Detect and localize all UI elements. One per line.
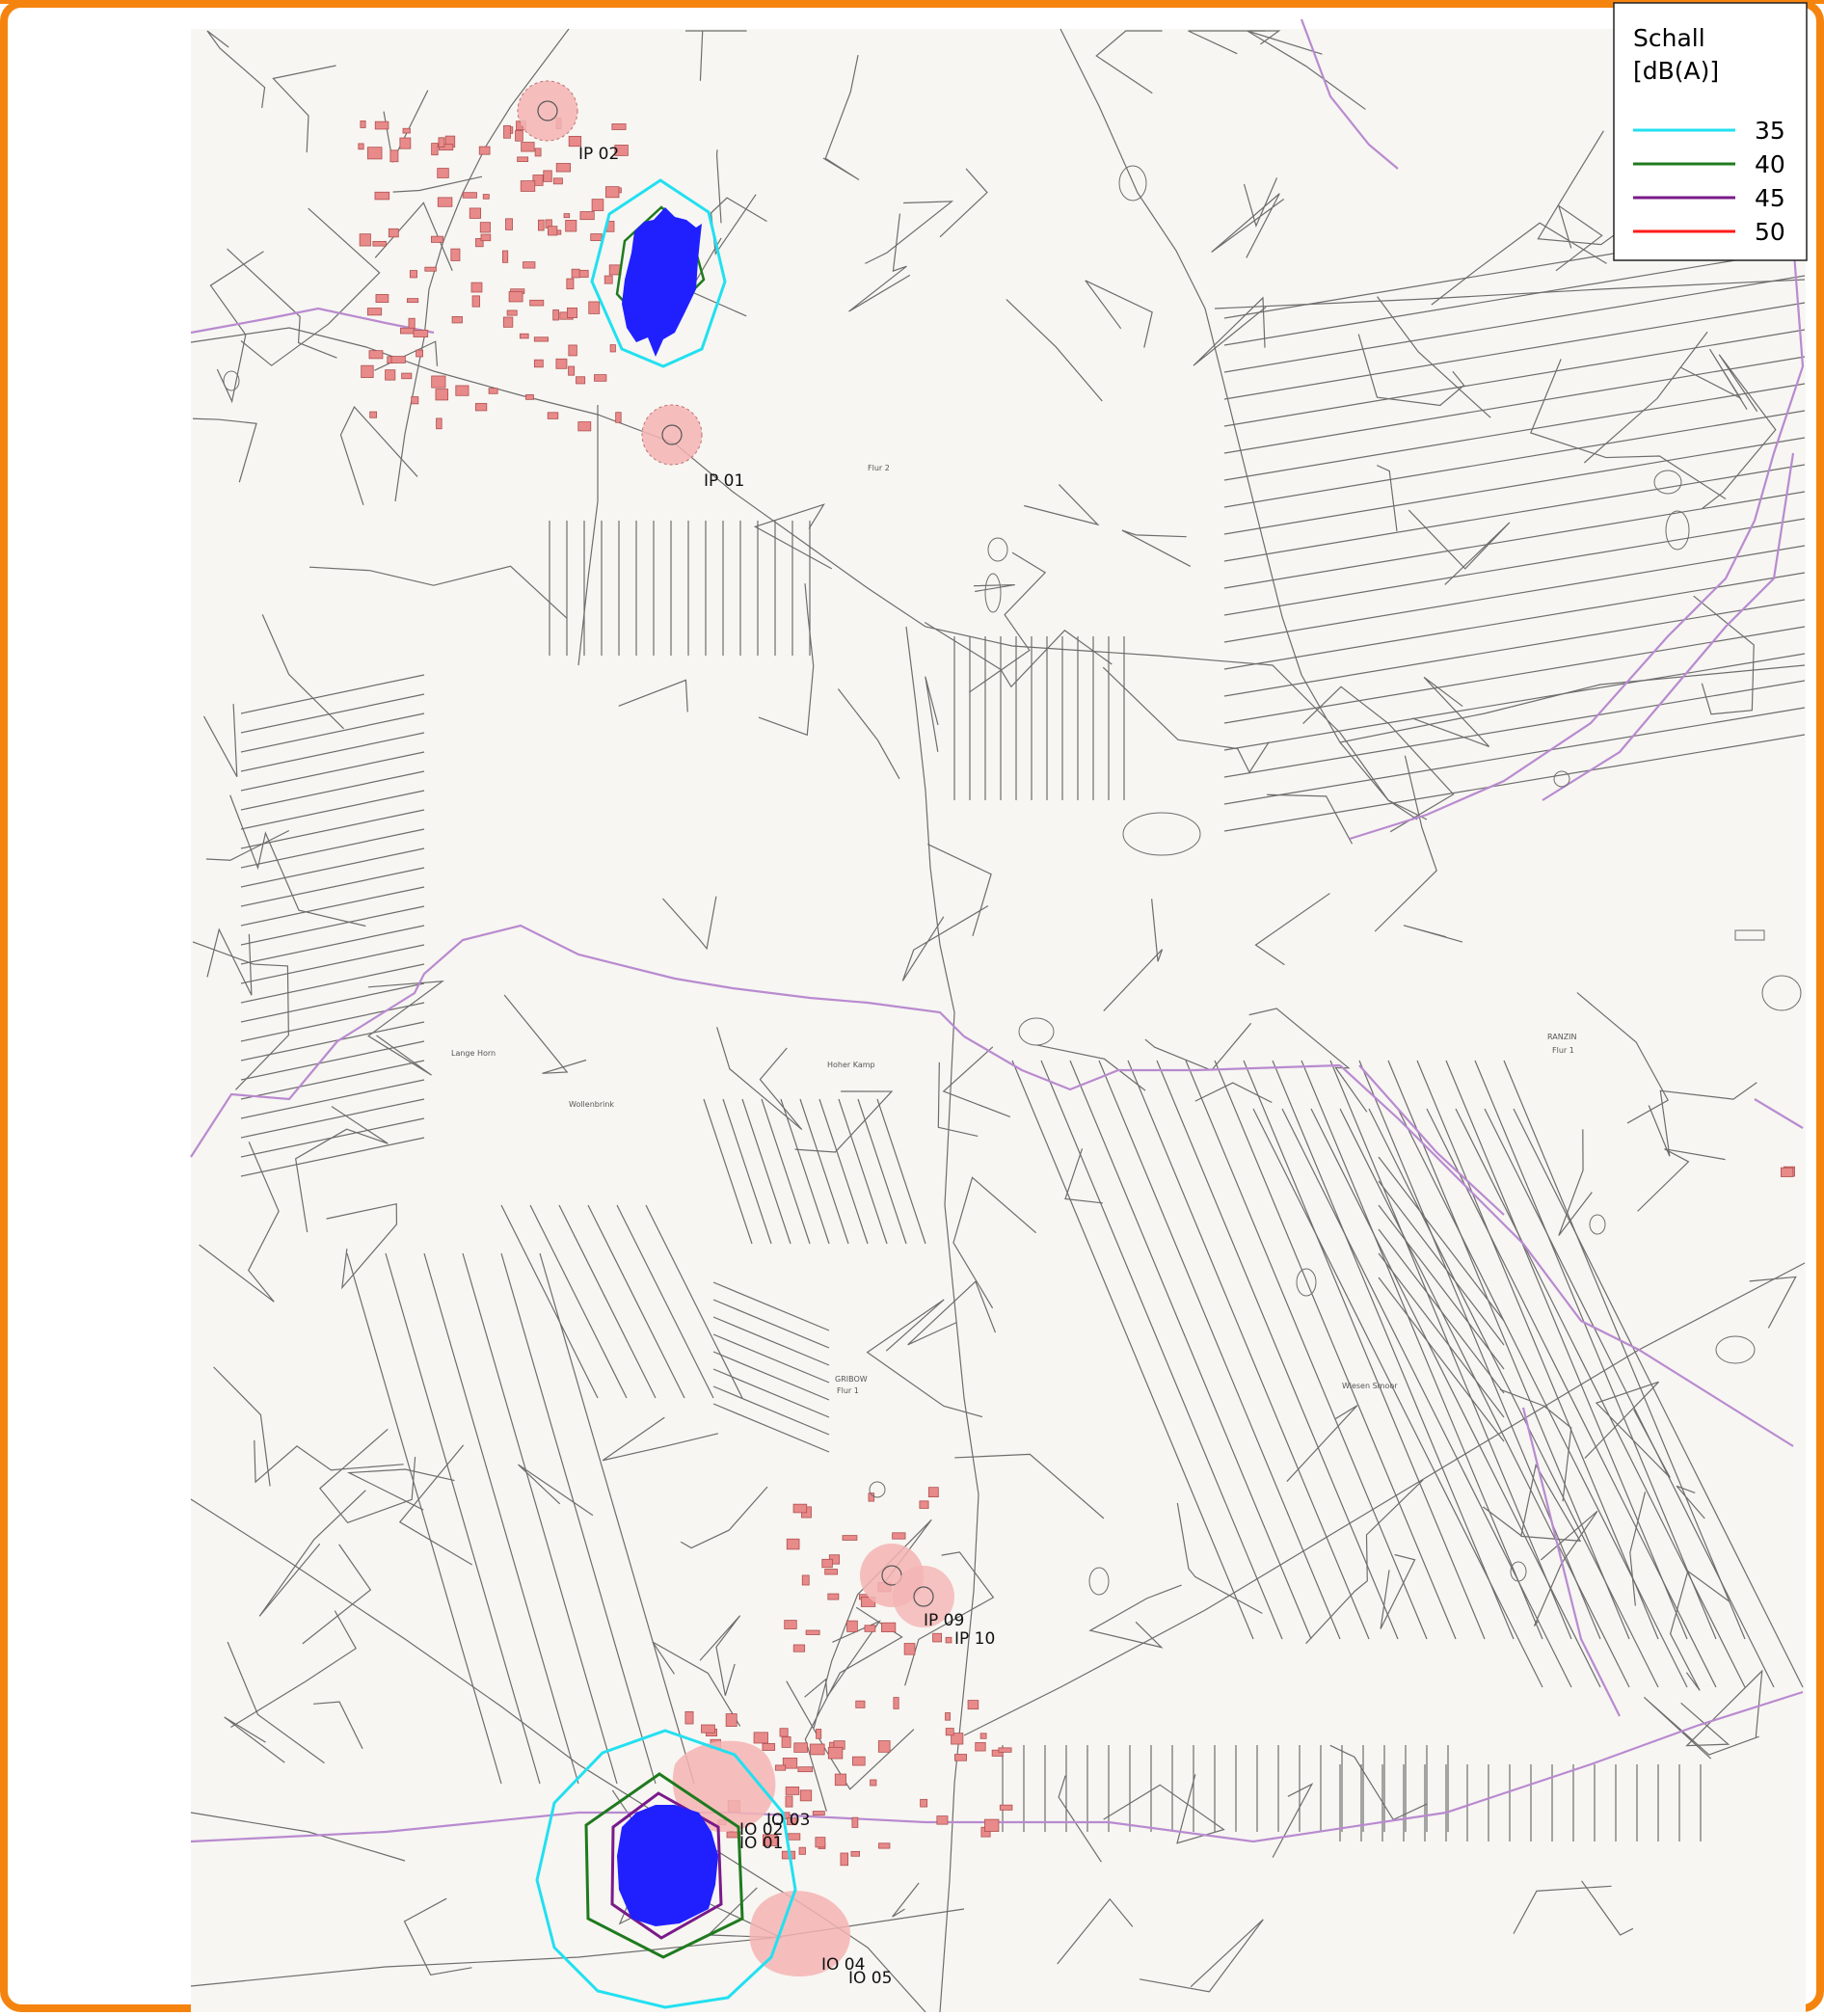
turbine-area-north [622, 207, 702, 357]
label-io02: IO 02 [739, 1820, 783, 1840]
turbine-area-south [617, 1805, 718, 1926]
label-ip09: IP 09 [924, 1611, 964, 1630]
label-flur1-gribow: Flur 1 [837, 1386, 859, 1395]
immission-points [517, 80, 954, 1976]
io-area-south [749, 1891, 851, 1976]
legend: Schall [dB(A)] 35 40 45 50 [1613, 2, 1808, 261]
municipal-boundaries [190, 18, 1805, 1843]
label-wiesen-smoor: Wiesen Smoor [1342, 1382, 1398, 1390]
legend-label-40: 40 [1755, 150, 1785, 178]
legend-label-50: 50 [1755, 218, 1785, 246]
ip02-marker [517, 80, 578, 142]
io-area-north [672, 1740, 776, 1832]
label-wollenbrink: Wollenbrink [569, 1100, 614, 1109]
ip01-marker [641, 404, 703, 466]
label-io01: IO 01 [739, 1834, 783, 1853]
map-text-labels: Flur 2 Lange Horn Wollenbrink Hoher Kamp… [451, 464, 1577, 1395]
legend-label-45: 45 [1755, 184, 1785, 212]
legend-title-line1: Schall [1633, 24, 1705, 52]
label-io03: IO 03 [766, 1811, 810, 1830]
parcel-lines [190, 28, 1806, 2013]
legend-entries: 35 40 45 50 [1633, 117, 1785, 246]
isoline-40-south [584, 1772, 744, 1959]
isoline-35-north [590, 178, 727, 368]
map-area: Flur 2 Lange Horn Wollenbrink Hoher Kamp… [190, 18, 1806, 2013]
legend-title-line2: [dB(A)] [1633, 57, 1719, 85]
isoline-45-south [610, 1791, 723, 1940]
legend-label-35: 35 [1755, 117, 1785, 145]
ip10-marker [893, 1566, 954, 1627]
turbine-areas [617, 207, 718, 1926]
map-symbols [223, 165, 1802, 1596]
label-lange-horn: Lange Horn [451, 1049, 496, 1058]
label-ip02: IP 02 [578, 145, 619, 164]
label-io04: IO 04 [821, 1955, 865, 1975]
label-gribow: GRIBOW [835, 1375, 868, 1384]
label-io05: IO 05 [848, 1969, 892, 1988]
label-ip10: IP 10 [954, 1629, 995, 1649]
point-labels: IP 02 IP 01 IP 09 IP 10 IO 03 IO 02 IO 0… [578, 145, 995, 1988]
label-ip01: IP 01 [704, 471, 744, 491]
noise-isolines-south [535, 1729, 797, 2009]
label-flur1-ranzin: Flur 1 [1552, 1046, 1574, 1055]
label-ranzin: RANZIN [1547, 1033, 1577, 1041]
isoline-35-south [535, 1729, 797, 2009]
label-hoher-kamp: Hoher Kamp [827, 1061, 875, 1069]
label-flur2: Flur 2 [868, 464, 890, 472]
